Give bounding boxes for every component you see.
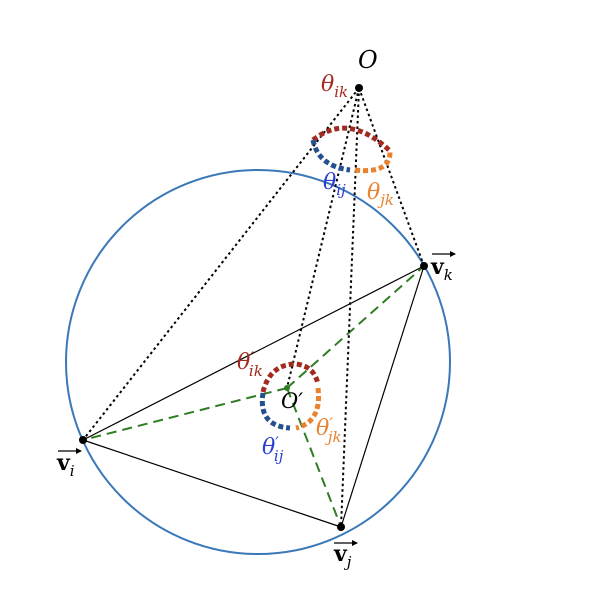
edge-vj-vk bbox=[340, 265, 425, 528]
label-theta-jk-prime-main: θ bbox=[316, 416, 329, 441]
label-theta-jk-prime-sub: jk bbox=[325, 428, 342, 446]
center-point bbox=[284, 385, 290, 391]
label-theta-ij-prime: θ′ij bbox=[262, 433, 284, 465]
arc-theta-jk-prime bbox=[295, 387, 322, 431]
arc-theta-ik bbox=[311, 125, 391, 152]
label-theta-ik: θik bbox=[321, 72, 348, 101]
edge-vi-vj bbox=[82, 439, 342, 528]
label-vi-sub: i bbox=[70, 462, 75, 480]
apex-to-vi bbox=[82, 87, 360, 441]
apex-point bbox=[355, 84, 363, 92]
edge-vi-vk bbox=[82, 265, 425, 441]
apex-to-center bbox=[286, 87, 360, 389]
label-theta-ij-prime-sub: ij bbox=[274, 447, 284, 465]
label-theta-ik-prime-mark: ′ bbox=[250, 348, 254, 367]
center-to-vj bbox=[286, 387, 342, 528]
label-vk: vk bbox=[430, 254, 453, 284]
vertex-vj-point bbox=[337, 523, 345, 531]
label-vj-sub: j bbox=[344, 553, 352, 571]
circumcircle bbox=[65, 169, 451, 555]
label-theta-jk-main: θ bbox=[367, 180, 380, 205]
center-to-vk bbox=[286, 265, 425, 389]
label-theta-ik-main: θ bbox=[321, 72, 334, 97]
label-vj-main: v bbox=[333, 541, 348, 567]
label-theta-ij-sub: ij bbox=[336, 181, 346, 199]
label-center: O′ bbox=[281, 389, 303, 413]
label-theta-ij-prime-main: θ bbox=[262, 435, 275, 460]
arc-theta-jk bbox=[354, 151, 393, 174]
label-theta-ik-prime: θ′ik bbox=[237, 348, 263, 380]
vertex-vk-point bbox=[420, 262, 428, 270]
label-theta-ij-prime-mark: ′ bbox=[275, 433, 279, 452]
arc-theta-ik-prime bbox=[260, 361, 321, 393]
label-vj: vj bbox=[333, 541, 352, 571]
label-center-prime: ′ bbox=[298, 389, 303, 413]
label-theta-jk: θjk bbox=[367, 180, 394, 209]
label-theta-jk-prime: θ′jk bbox=[316, 414, 342, 446]
label-theta-ik-prime-main: θ bbox=[237, 350, 250, 375]
arc-theta-ij bbox=[310, 139, 351, 173]
label-vi: vi bbox=[56, 450, 75, 480]
arc-theta-ij-prime bbox=[259, 392, 291, 431]
label-theta-ij-main: θ bbox=[323, 170, 336, 195]
label-vk-sub: k bbox=[444, 266, 453, 284]
label-theta-ij: θij bbox=[323, 170, 346, 199]
label-center-main: O bbox=[281, 389, 298, 413]
center-to-vi bbox=[82, 387, 288, 441]
label-vi-main: v bbox=[56, 450, 71, 476]
label-theta-jk-sub: jk bbox=[377, 191, 394, 209]
label-apex: O bbox=[358, 46, 378, 74]
label-theta-ik-prime-sub: ik bbox=[249, 362, 263, 380]
apex-to-vj bbox=[340, 87, 360, 528]
label-theta-jk-prime-mark: ′ bbox=[329, 414, 333, 433]
apex-to-vk bbox=[358, 87, 425, 267]
vertex-vi-point bbox=[79, 436, 87, 444]
label-theta-ik-sub: ik bbox=[334, 83, 348, 101]
label-vk-main: v bbox=[430, 254, 445, 280]
